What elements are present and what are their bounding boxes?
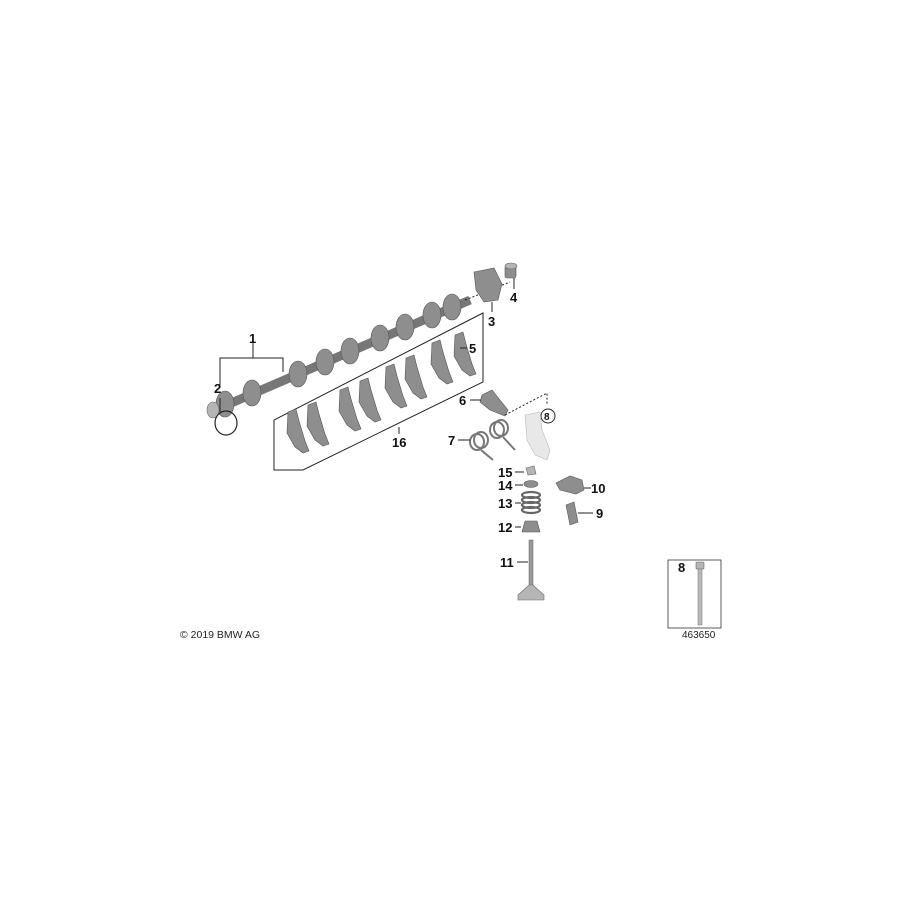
bracket-16 — [273, 312, 484, 471]
rocker-arm — [286, 408, 310, 454]
rocker-ghost — [524, 411, 551, 461]
part-label-14[interactable]: 14 — [498, 478, 513, 493]
clip-7[interactable] — [479, 389, 509, 417]
inset-box — [667, 559, 722, 629]
part-label-1[interactable]: 1 — [249, 331, 256, 346]
rocker-arm — [338, 386, 362, 432]
bolt-8[interactable] — [695, 561, 705, 626]
rocker-arm — [430, 339, 454, 385]
cam-lobe — [370, 324, 390, 352]
cam-lobe — [242, 379, 262, 407]
valve[interactable] — [517, 539, 545, 601]
rocker-arm-set[interactable] — [286, 331, 477, 454]
cam-lobe — [422, 301, 442, 329]
roller-finger-10[interactable] — [555, 475, 585, 495]
rocker-arm — [306, 401, 330, 447]
cam-lobe — [315, 348, 335, 376]
part-label-12[interactable]: 12 — [498, 520, 512, 535]
part-label-15[interactable]: 15 — [498, 465, 512, 480]
part-label-3[interactable]: 3 — [488, 314, 495, 329]
valve-spring[interactable] — [520, 490, 542, 515]
torsion-springs[interactable] — [469, 419, 516, 461]
part-label-16[interactable]: 16 — [392, 435, 406, 450]
part-label-2[interactable]: 2 — [214, 381, 221, 396]
rocker-arm — [453, 331, 477, 377]
part-label-10[interactable]: 10 — [591, 481, 605, 496]
leader-1 — [219, 343, 284, 385]
part-label-6[interactable]: 7 — [448, 433, 455, 448]
o-ring[interactable] — [214, 410, 238, 436]
part-label-7[interactable]: 6 — [459, 393, 466, 408]
cam-lobe — [395, 313, 415, 341]
circled-8-marker — [540, 408, 556, 424]
sprocket-adapter[interactable] — [473, 267, 503, 303]
cam-lobe — [442, 293, 462, 321]
part-label-5[interactable]: 5 — [469, 341, 476, 356]
copyright: © 2019 BMW AG — [180, 629, 260, 641]
cam-lobe — [288, 360, 308, 388]
rocker-arm — [384, 363, 408, 409]
cam-lobe — [340, 337, 360, 365]
valve-stem-seal[interactable] — [521, 520, 541, 533]
part-label-13[interactable]: 13 — [498, 496, 512, 511]
inset-label[interactable]: 8 — [678, 560, 685, 575]
spring-retainer[interactable] — [523, 480, 539, 488]
part-label-11[interactable]: 11 — [500, 555, 514, 570]
part-label-9[interactable]: 9 — [596, 506, 603, 521]
image-number: 463650 — [682, 630, 716, 641]
part-label-8[interactable]: 8 — [544, 412, 550, 423]
camshaft[interactable] — [206, 293, 472, 419]
rocker-arm — [404, 354, 428, 400]
part-label-4[interactable]: 4 — [510, 290, 518, 305]
valve-keeper[interactable] — [525, 465, 537, 476]
rocker-arm — [358, 377, 382, 423]
hydraulic-lifter-9[interactable] — [565, 501, 579, 526]
